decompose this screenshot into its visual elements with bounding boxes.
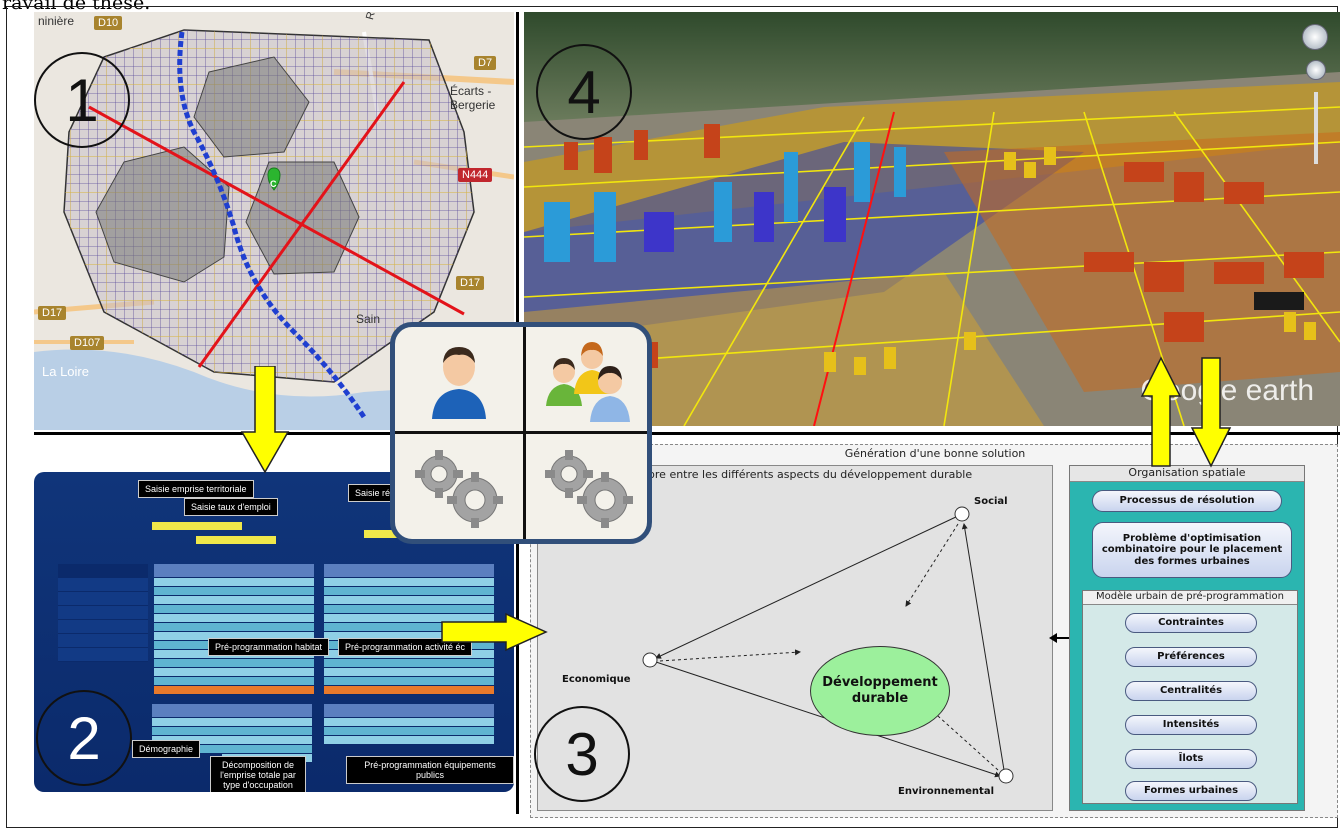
callout-activite: Pré-programmation activité éc bbox=[338, 638, 473, 656]
connector-line bbox=[1053, 637, 1069, 639]
model-item-ilots: Îlots bbox=[1125, 749, 1257, 769]
road-badge-d107: D107 bbox=[70, 336, 105, 350]
earth-move-control-icon[interactable] bbox=[1306, 60, 1326, 80]
earth-3d-panel: Google earth bbox=[524, 12, 1340, 426]
model-item-formes: Formes urbaines bbox=[1125, 781, 1257, 801]
callout-decomposition: Décomposition de l'emprise totale par ty… bbox=[210, 756, 306, 792]
earth-look-control-icon[interactable] bbox=[1302, 24, 1328, 50]
step-number-3: 3 bbox=[534, 706, 630, 802]
model-item-intensites: Intensités bbox=[1125, 715, 1257, 735]
step-number-1: 1 bbox=[34, 52, 130, 148]
generation-title: Génération d'une bonne solution bbox=[844, 447, 1026, 460]
roles-box bbox=[390, 322, 652, 544]
equilibre-box: Equilibre entre les différents aspects d… bbox=[537, 465, 1053, 811]
gear-process-icon bbox=[526, 434, 647, 539]
node-social: Social bbox=[974, 496, 1008, 507]
roles-divider-horizontal bbox=[395, 431, 647, 434]
road-badge-n444: N444 bbox=[458, 168, 493, 182]
map-label-place-partial: Sain bbox=[356, 312, 381, 326]
header-text-fragment: ravail de thèse. bbox=[2, 0, 151, 14]
step-number-4: 4 bbox=[536, 44, 632, 140]
model-item-centralites: Centralités bbox=[1125, 681, 1257, 701]
modele-box: Modèle urbain de pré-programmation Contr… bbox=[1082, 590, 1298, 804]
callout-habitat: Pré-programmation habitat bbox=[208, 638, 330, 656]
connector-arrowhead bbox=[1049, 633, 1057, 643]
developpement-durable-node: Développement durable bbox=[810, 646, 950, 736]
sheet-table-index bbox=[58, 564, 148, 662]
map-label-river: La Loire bbox=[42, 364, 89, 379]
arrow-map-to-sheet bbox=[240, 366, 290, 474]
road-badge-d7: D7 bbox=[474, 56, 497, 70]
node-environnemental: Environnemental bbox=[898, 786, 994, 797]
stakeholders-group-icon bbox=[526, 327, 647, 431]
arrow-sheet-to-diagram bbox=[441, 612, 548, 652]
probleme-node: Problème d'optimisation combinatoire pou… bbox=[1092, 522, 1292, 578]
modele-title: Modèle urbain de pré-programmation bbox=[1083, 591, 1297, 605]
map-label-top-left: ninière bbox=[38, 14, 75, 28]
expert-user-icon bbox=[395, 327, 523, 431]
road-badge-d17-right: D17 bbox=[456, 276, 485, 290]
model-item-contraintes: Contraintes bbox=[1125, 613, 1257, 633]
road-badge-d17-left: D17 bbox=[38, 306, 67, 320]
sheet-table-equipements bbox=[324, 704, 494, 745]
gear-process-icon bbox=[395, 434, 523, 539]
arrow-earth-to-diagram bbox=[1190, 357, 1232, 468]
equilibre-title: Equilibre entre les différents aspects d… bbox=[617, 468, 973, 481]
processus-node: Processus de résolution bbox=[1092, 490, 1282, 512]
sheet-input-bar-2[interactable] bbox=[196, 536, 276, 544]
diagram-panel: Génération d'une bonne solution Equilibr… bbox=[530, 444, 1340, 820]
organisation-box: Organisation spatiale Processus de résol… bbox=[1069, 465, 1305, 811]
arrow-diagram-to-earth bbox=[1140, 356, 1182, 467]
earth-3d-drawing bbox=[524, 12, 1340, 426]
map-marker-icon: C bbox=[270, 179, 277, 189]
organisation-title: Organisation spatiale bbox=[1070, 466, 1304, 482]
step-number-2: 2 bbox=[36, 690, 132, 786]
model-item-preferences: Préférences bbox=[1125, 647, 1257, 667]
road-badge-d10: D10 bbox=[94, 16, 123, 30]
sheet-table-habitat bbox=[154, 564, 314, 695]
callout-equipements: Pré-programmation équipements publics bbox=[346, 756, 514, 784]
callout-emprise: Saisie emprise territoriale bbox=[138, 480, 254, 498]
node-economique: Economique bbox=[562, 674, 631, 685]
quadrant-divider-horizontal bbox=[34, 432, 1340, 435]
callout-demographie: Démographie bbox=[132, 740, 201, 758]
callout-emploi: Saisie taux d'emploi bbox=[184, 498, 278, 516]
earth-zoom-slider[interactable] bbox=[1314, 92, 1318, 164]
sheet-input-bar-1[interactable] bbox=[152, 522, 242, 530]
map-label-place: Écarts - Bergerie bbox=[450, 84, 496, 112]
sheet-table-decomposition bbox=[222, 704, 312, 763]
generation-box: Génération d'une bonne solution Equilibr… bbox=[530, 444, 1338, 818]
